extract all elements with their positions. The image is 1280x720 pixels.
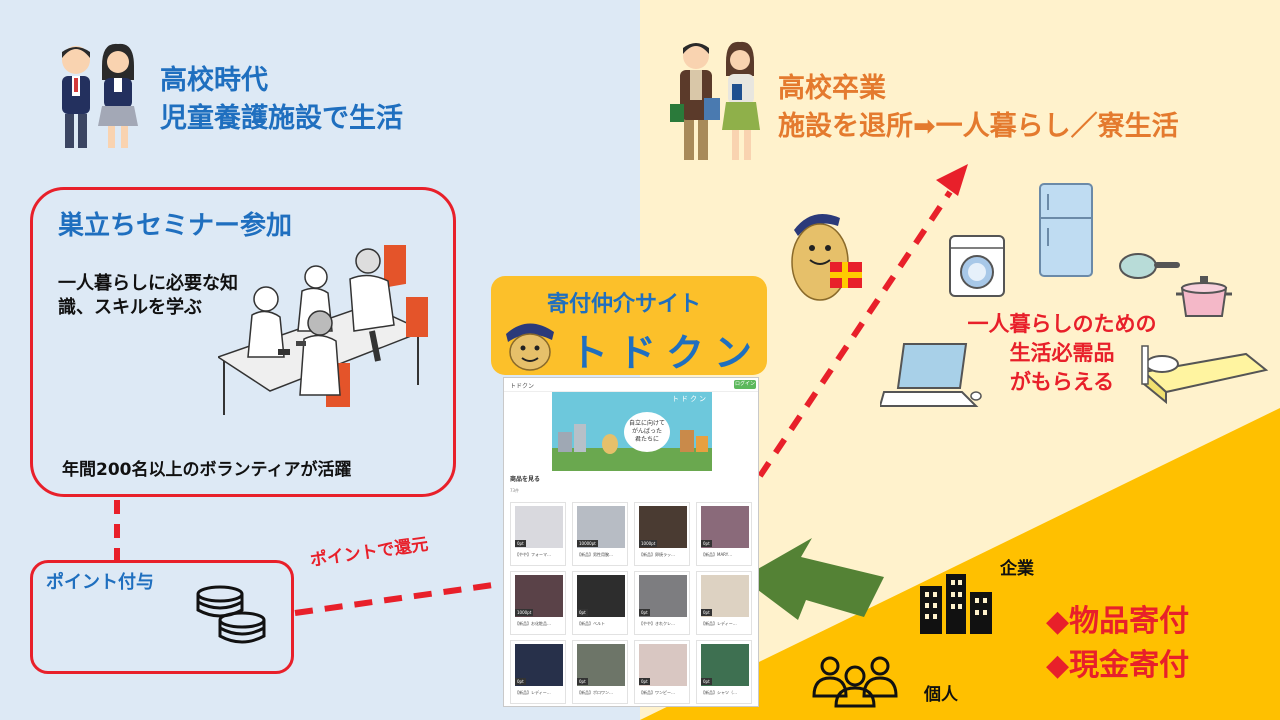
- screenshot-item-count: 73件: [510, 488, 520, 493]
- left-title-line2: 児童養護施設で生活: [160, 103, 403, 134]
- screenshot-logo: トドクン: [510, 383, 535, 390]
- product-card[interactable]: 0pt 【新品】ワンピー…: [634, 640, 690, 704]
- product-label: 【新品】卵焼ラッ…: [639, 552, 675, 557]
- screenshot-hero-title: トドクン: [672, 395, 708, 403]
- person-label: 個人: [924, 685, 958, 705]
- screenshot-hero-banner: トドクン 自立に向けて がんばった 君たちに: [552, 392, 712, 471]
- site-subtitle: 寄付仲介サイト: [547, 292, 702, 317]
- todokun-mascot-icon: [791, 214, 862, 301]
- fridge-icon: [1039, 183, 1093, 277]
- needs-line3: がもらえる: [1009, 370, 1115, 394]
- product-points: 0pt: [577, 609, 588, 616]
- product-card[interactable]: 0pt 【やや】きれクレ…: [634, 571, 690, 635]
- point-return-line: [294, 581, 501, 616]
- product-points: 0pt: [701, 678, 712, 685]
- product-label: 【新品】ワンピー…: [639, 690, 675, 695]
- product-points: 1000pt: [515, 609, 534, 616]
- screenshot-hero-bubble: 自立に向けて がんばった 君たちに: [624, 412, 670, 452]
- students-icon: [62, 43, 138, 148]
- point-box: [30, 560, 294, 674]
- donate-cash: ◆現金寄付: [1046, 648, 1190, 683]
- product-label: 【新品】男性用腕…: [577, 552, 613, 557]
- pot-icon: [1176, 276, 1232, 317]
- product-points: 0pt: [701, 609, 712, 616]
- product-label: 【新品】お化粧品…: [515, 621, 551, 626]
- product-points: 0pt: [639, 609, 650, 616]
- seminar-foot: 年間200名以上のボランティアが活躍: [62, 460, 352, 480]
- coins-icon: [196, 585, 266, 644]
- todokun-badge-icon: [506, 323, 554, 371]
- site-name: トドクン: [570, 331, 763, 375]
- right-title-line2: 施設を退所➡一人暮らし／寮生活: [778, 111, 1179, 142]
- product-label: 【新品】シャツ（…: [701, 690, 737, 695]
- left-title-line1: 高校時代: [160, 65, 268, 96]
- company-buildings-icon: [920, 574, 992, 634]
- needs-line2: 生活必需品: [1009, 341, 1115, 365]
- product-label: 【やや】きれクレ…: [639, 621, 675, 626]
- washing-machine-icon: [949, 235, 1005, 297]
- product-card[interactable]: 0pt 【新品】レディー…: [696, 571, 752, 635]
- product-label: 【新品】ポロワン…: [577, 690, 613, 695]
- seminar-title: 巣立ちセミナー参加: [58, 211, 293, 241]
- product-card[interactable]: 10000pt 【新品】男性用腕…: [572, 502, 628, 566]
- product-points: 0pt: [577, 678, 588, 685]
- product-label: 【新品】レディー…: [515, 690, 551, 695]
- product-card[interactable]: 0pt 【新品】ポロワン…: [572, 640, 628, 704]
- product-points: 10000pt: [577, 540, 598, 547]
- delivery-arrow-line: [757, 190, 953, 478]
- seminar-illustration: [218, 245, 428, 415]
- donate-goods: ◆物品寄付: [1046, 604, 1190, 639]
- hero-cityscape-icon: [552, 424, 712, 471]
- delivery-arrow-head: [936, 164, 968, 196]
- product-points: 0pt: [639, 678, 650, 685]
- seminar-text: 一人暮らしに必要な知識、スキルを学ぶ: [58, 273, 238, 318]
- bubble-line3: 君たちに: [634, 436, 659, 443]
- product-card[interactable]: 0pt 【新品】MARY…: [696, 502, 752, 566]
- product-card[interactable]: 0pt 【新品】ベルト: [572, 571, 628, 635]
- right-title: 高校卒業 施設を退所➡一人暮らし／寮生活: [778, 70, 1179, 146]
- point-title: ポイント付与: [46, 572, 154, 593]
- product-label: 【新品】ベルト: [577, 621, 605, 626]
- product-card[interactable]: 1000pt 【新品】お化粧品…: [510, 571, 566, 635]
- donation-arrow: [742, 538, 884, 620]
- product-card[interactable]: 0pt 【新品】レディー…: [510, 640, 566, 704]
- needs-text: 一人暮らしのための 生活必需品 がもらえる: [940, 310, 1184, 397]
- product-points: 1000pt: [639, 540, 658, 547]
- product-points: 0pt: [515, 540, 526, 547]
- bed-icon: [1141, 345, 1269, 405]
- screenshot-login-button[interactable]: ログイン: [734, 380, 756, 389]
- product-points: 0pt: [515, 678, 526, 685]
- site-screenshot: トドクン ログイン トドクン 自立に向けて がんばった 君たちに 商品を見る 7…: [503, 377, 759, 707]
- product-card[interactable]: 0pt 【新品】シャツ（…: [696, 640, 752, 704]
- screenshot-section-title: 商品を見る: [510, 476, 541, 483]
- company-label: 企業: [1000, 559, 1034, 579]
- screenshot-header: トドクン ログイン: [504, 378, 758, 392]
- product-label: 【新品】レディー…: [701, 621, 737, 626]
- people-group-icon: [812, 656, 898, 708]
- bubble-line1: 自立に向けて: [628, 420, 665, 427]
- left-title: 高校時代 児童養護施設で生活: [160, 62, 403, 138]
- laptop-icon: [880, 343, 982, 407]
- product-label: 【やや】フォーマ…: [515, 552, 551, 557]
- bubble-line2: がんばった: [631, 428, 662, 435]
- right-title-line1: 高校卒業: [778, 73, 886, 104]
- needs-line1: 一人暮らしのための: [967, 312, 1157, 336]
- product-points: 0pt: [701, 540, 712, 547]
- frying-pan-icon: [1119, 253, 1180, 279]
- product-card[interactable]: 0pt 【やや】フォーマ…: [510, 502, 566, 566]
- product-card[interactable]: 1000pt 【新品】卵焼ラッ…: [634, 502, 690, 566]
- graduates-icon: [670, 41, 760, 160]
- product-label: 【新品】MARY…: [701, 552, 733, 557]
